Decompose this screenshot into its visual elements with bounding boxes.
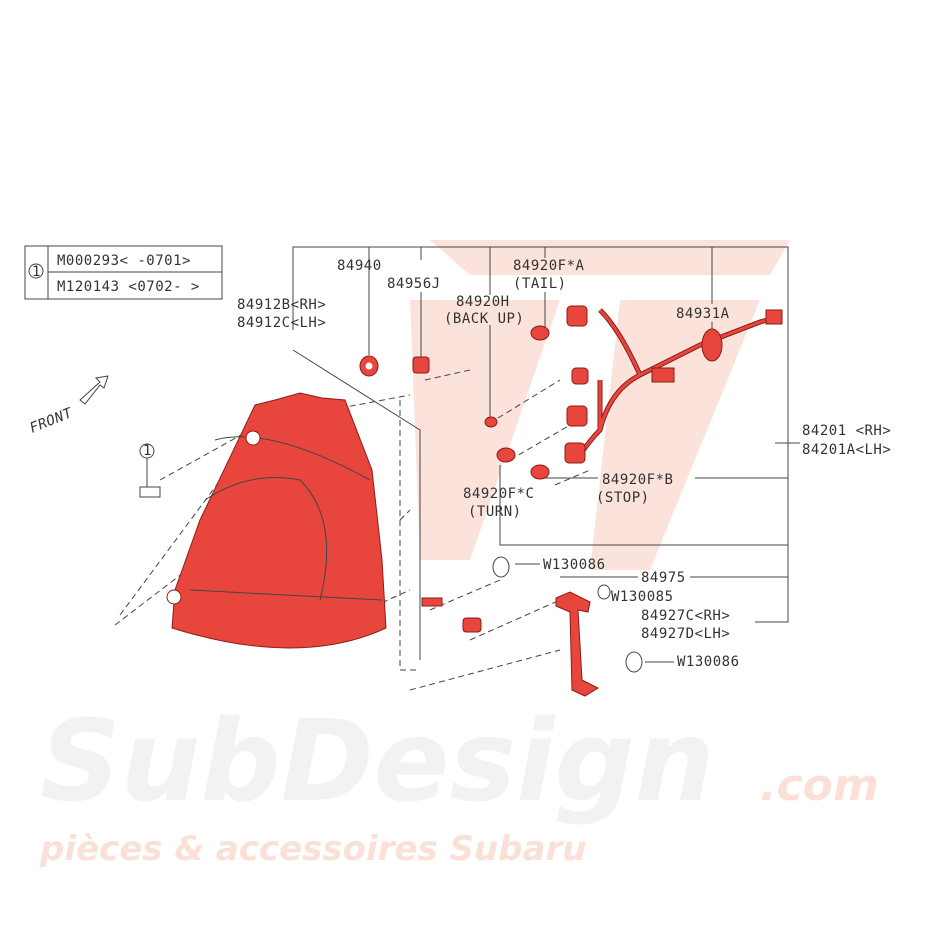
label-84927C: 84927C<RH> — [641, 608, 730, 624]
bulb-backup — [484, 416, 498, 428]
small-parts: 1 — [139, 355, 643, 697]
bulb-tail — [530, 325, 550, 341]
watermark-brand: SubDesign — [40, 697, 714, 827]
label-84920FB: 84920F*B — [602, 472, 673, 488]
bulb-stop — [530, 464, 550, 480]
label-tail: (TAIL) — [513, 276, 567, 292]
label-84920H: 84920H — [456, 294, 510, 310]
nut-lower — [462, 617, 482, 633]
clip-w130086-lower — [625, 651, 643, 673]
clip-w130086 — [492, 556, 510, 578]
ref-marker: 1 — [32, 264, 41, 280]
nut-84956J — [412, 356, 430, 374]
label-w130086-lower: W130086 — [677, 654, 740, 670]
label-84920FA: 84920F*A — [513, 258, 585, 274]
watermark-tagline: pièces & accessoires Subaru — [39, 829, 586, 869]
clip-w130085 — [597, 584, 611, 600]
label-84956J: 84956J — [387, 276, 441, 292]
watermark-domain: .com — [760, 760, 879, 811]
watermark: SubDesign .com pièces & accessoires Suba… — [39, 240, 879, 869]
mount-hole-icon — [245, 430, 261, 446]
watermark-logo — [410, 240, 790, 570]
label-w130085: W130085 — [611, 589, 674, 605]
grommet — [701, 328, 723, 362]
front-label: FRONT — [28, 405, 76, 437]
label-w130086-upper: W130086 — [543, 557, 606, 573]
socket-stop — [564, 442, 586, 464]
label-84920FC: 84920F*C — [463, 486, 534, 502]
bulb-turn — [496, 447, 516, 463]
ref-row-1: M000293< -0701> — [57, 253, 191, 269]
bracket-84975 — [555, 591, 600, 697]
label-turn: (TURN) — [468, 504, 522, 520]
front-arrow-icon — [79, 375, 109, 405]
label-84927D: 84927D<LH> — [641, 626, 730, 642]
label-84201: 84201 <RH> — [802, 423, 891, 439]
mount-hole-icon — [166, 589, 182, 605]
tail-lamp-assembly — [166, 392, 387, 649]
socket-tail — [566, 305, 588, 327]
label-84912B: 84912B<RH> — [237, 297, 326, 313]
label-84975: 84975 — [641, 570, 686, 586]
bolt-marker: 1 — [143, 443, 152, 459]
leader-lines — [114, 246, 800, 691]
stud — [421, 597, 443, 607]
bolt-icon — [139, 486, 161, 498]
ref-marker-circle — [28, 263, 44, 279]
label-84912C: 84912C<LH> — [237, 315, 326, 331]
socket-backup — [571, 367, 589, 385]
front-indicator: FRONT — [28, 375, 109, 437]
connector-mid — [651, 367, 675, 383]
label-84931A: 84931A — [676, 306, 730, 322]
label-84940: 84940 — [337, 258, 382, 274]
ref-row-2: M120143 <0702- > — [57, 279, 200, 295]
connector-end — [765, 309, 783, 325]
label-backup: (BACK UP) — [444, 311, 524, 327]
reference-table: 1 M000293< -0701> M120143 <0702- > — [24, 245, 223, 300]
label-stop: (STOP) — [596, 490, 650, 506]
socket-turn — [566, 405, 588, 427]
label-84201A: 84201A<LH> — [802, 442, 891, 458]
wiring-harness-84931A — [484, 305, 783, 480]
part-labels: 84940 84956J 84912B<RH> 84912C<LH> 84920… — [237, 258, 891, 670]
